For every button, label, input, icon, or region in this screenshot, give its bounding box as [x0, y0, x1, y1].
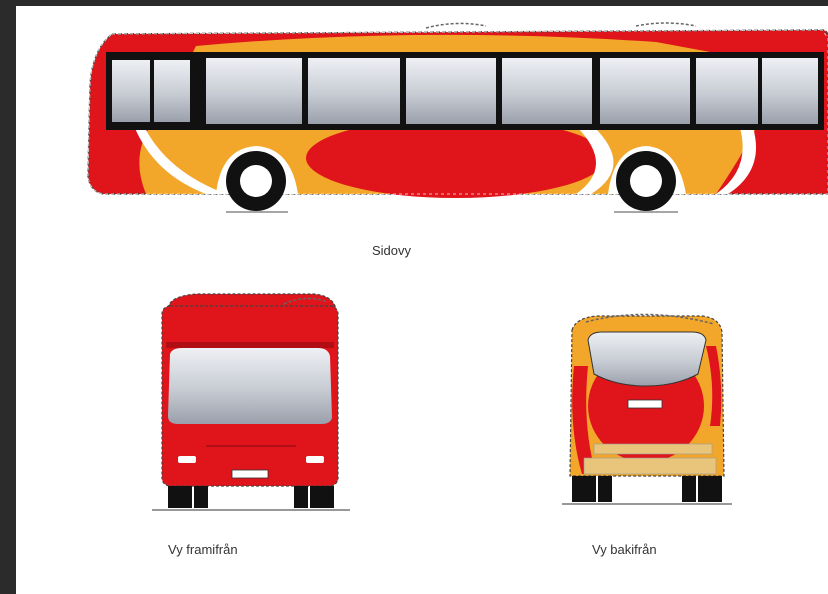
side-view-caption: Sidovy	[372, 243, 412, 258]
rear-view-caption: Vy bakifrån	[592, 542, 657, 557]
front-view-caption: Vy framifrån	[168, 542, 238, 557]
bus-front-view	[152, 293, 350, 511]
bus-rear-view	[562, 313, 732, 505]
drawing-sheet: Sidovy Vy framifrån Vy bakifrån	[16, 6, 828, 594]
bus-drawings	[87, 22, 828, 511]
bus-side-view	[87, 22, 828, 213]
